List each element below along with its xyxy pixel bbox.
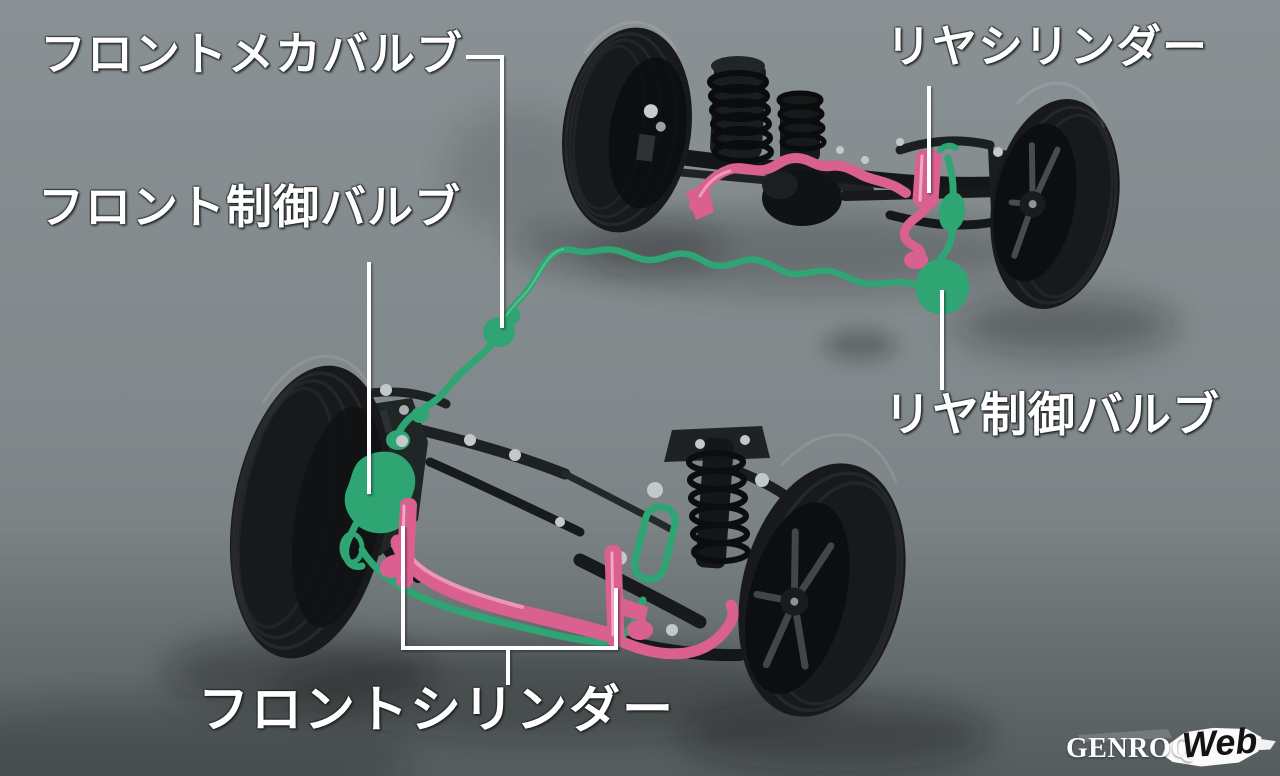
rear-damper-mount [776,90,827,162]
front-left-wheel [229,354,391,659]
label-rear-cylinder: リヤシリンダー [886,21,1209,72]
front-cylinder-right [604,544,648,648]
rear-coil-spring [707,56,774,164]
rear-right-wheel [990,81,1120,309]
front-control-valve-marker [344,451,416,534]
leader-front-cylinder-bracket [401,526,618,685]
watermark-brand: GENROQ [1066,733,1194,764]
watermark-suffix: Web [1180,719,1259,766]
green-hydraulic-line [339,142,970,646]
genroq-web-watermark: GENROQ Web [1058,719,1280,774]
label-front-control-valve: フロント制御バルブ [38,181,461,233]
label-front-mecha-valve: フロントメカバルブ [40,28,463,80]
rear-left-wheel [562,20,692,233]
front-right-strut [664,426,770,569]
ground-shadows [0,105,1177,776]
rear-control-valve-marker [915,258,970,315]
label-rear-control-valve: リヤ制御バルブ [884,388,1220,441]
leader-lines [367,55,944,685]
front-right-wheel [738,433,906,717]
label-front-cylinder: フロントシリンダー [198,681,676,738]
watermark-splash [1078,727,1276,767]
leader-front-mecha-valve [466,55,504,328]
pink-hydraulic-line [379,149,942,660]
